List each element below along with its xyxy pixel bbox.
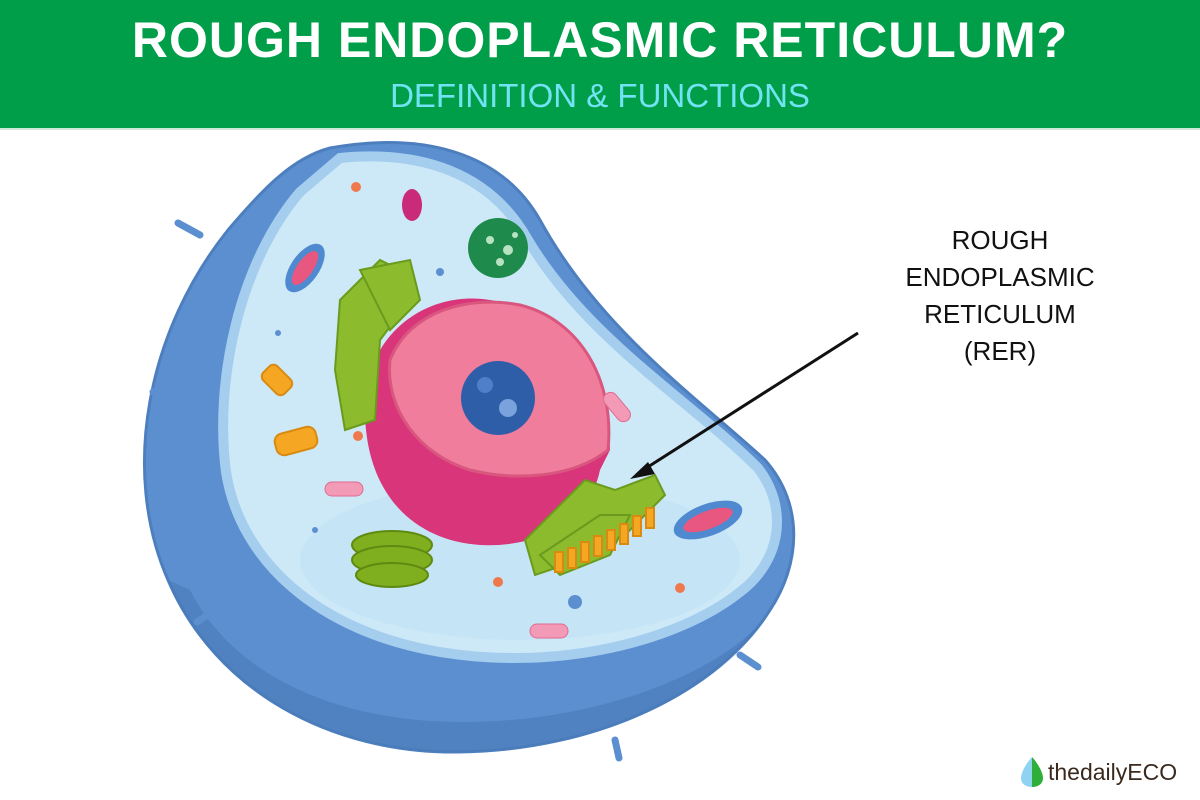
header-banner: ROUGH ENDOPLASMIC RETICULUM? DEFINITION … (0, 0, 1200, 130)
mitochondria (285, 243, 743, 540)
golgi-apparatus (351, 530, 433, 588)
rer-annotation-label: ROUGH ENDOPLASMIC RETICULUM (RER) (880, 222, 1120, 370)
smooth-er (333, 258, 422, 432)
rough-er (523, 473, 667, 577)
centrioles (260, 363, 319, 457)
logo-text: thedailyECO (1048, 758, 1178, 785)
vesicles (275, 182, 685, 609)
page-title: ROUGH ENDOPLASMIC RETICULUM? (131, 12, 1069, 68)
nucleus (364, 298, 611, 546)
animal-cell-illustration (143, 141, 859, 762)
label-line: ENDOPLASMIC (905, 262, 1095, 292)
page-subtitle: DEFINITION & FUNCTIONS (390, 77, 810, 114)
brand-logo: thedailyECO (1020, 756, 1177, 788)
rer-pointer-arrow (630, 331, 859, 479)
peroxisome (468, 218, 528, 278)
label-line: (RER) (963, 336, 1037, 366)
label-line: ROUGH (951, 225, 1049, 255)
leaf-drop-icon (1021, 757, 1043, 787)
label-line: RETICULUM (924, 299, 1076, 329)
